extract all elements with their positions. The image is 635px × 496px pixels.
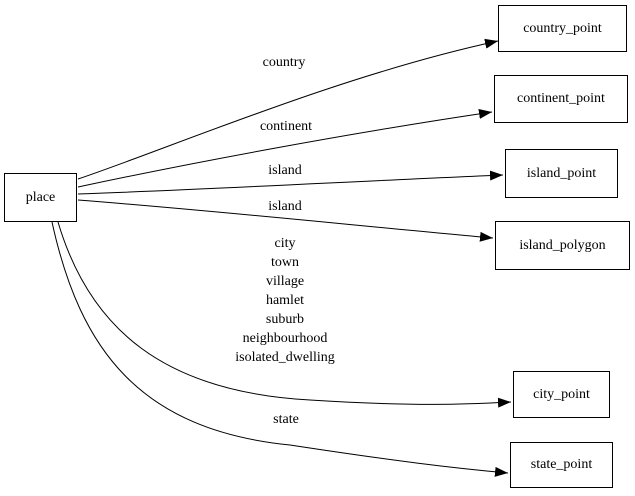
edge-label-island-point: island xyxy=(268,163,302,178)
edge-place-state-point xyxy=(51,221,509,477)
edge-label-hamlet: hamlet xyxy=(265,293,305,308)
node-continent-point: continent_point xyxy=(494,75,628,123)
edge-place-island-point xyxy=(77,170,504,195)
edge-place-continent-point xyxy=(77,108,493,188)
node-island-point: island_point xyxy=(505,149,618,198)
edge-label-village: village xyxy=(265,274,305,289)
edge-label-state: state xyxy=(273,412,299,427)
edge-label-island-polygon: island xyxy=(268,199,302,214)
edge-place-city-point xyxy=(57,221,512,408)
edge-label-neighbourhood: neighbourhood xyxy=(242,331,328,346)
edge-place-island-polygon xyxy=(77,199,494,242)
edge-label-city-group: city town village hamlet suburb neighbou… xyxy=(235,234,335,367)
node-island-polygon: island_polygon xyxy=(495,221,630,270)
node-state-point: state_point xyxy=(510,442,613,488)
edge-label-suburb: suburb xyxy=(265,312,305,327)
edge-label-isolated-dwelling: isolated_dwelling xyxy=(235,350,335,365)
edge-label-continent: continent xyxy=(259,119,313,134)
edge-label-city: city xyxy=(274,236,296,251)
edge-label-country: country xyxy=(262,55,306,70)
edge-place-country-point xyxy=(77,38,499,180)
node-place: place xyxy=(4,173,77,222)
edge-label-town: town xyxy=(270,255,299,270)
node-country-point: country_point xyxy=(498,5,627,52)
node-city-point: city_point xyxy=(513,371,610,418)
